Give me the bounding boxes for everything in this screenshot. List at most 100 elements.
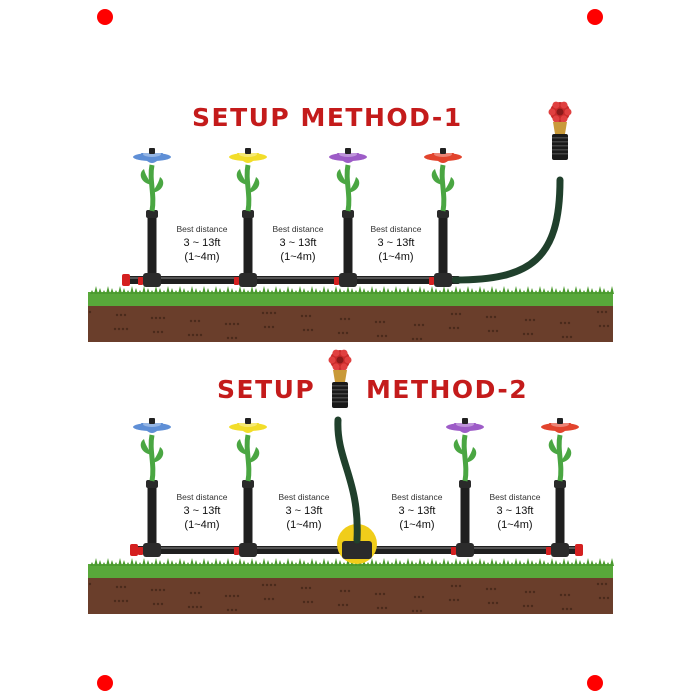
method1-title: SETUP METHOD-1 [192,103,463,132]
grass-blade [174,562,178,566]
grass-blade [334,558,338,566]
riser-pipe [555,480,565,550]
grass-blade [446,560,450,566]
flower-sprinkler-yellow [229,418,267,550]
grass-blade [290,288,294,294]
flower-nozzle [557,418,563,424]
grass-blade [246,562,250,566]
flower-stem [244,164,252,212]
soil-speck [300,586,304,590]
flower-nozzle [149,148,155,154]
soil-speck [191,605,195,609]
soil-speck [123,585,127,589]
grass-blade [422,560,426,566]
grass-blade [210,562,214,566]
grass-blade [258,562,262,566]
grass-blade [194,288,198,294]
soil-speck [448,326,452,330]
connector-ridge [552,141,568,143]
grass-blade [542,560,546,566]
flower-leaf [453,439,465,455]
ground-method2 [88,558,614,614]
soil-speck [569,607,573,611]
grass-blade [534,290,538,294]
connector-ridge [552,153,568,155]
method1-distance-label: Best distance 3 ~ 13ft (1~4m) [164,222,240,264]
flower-stem [439,164,447,212]
grass-blade [522,562,526,566]
soil-speck [522,332,526,336]
soil-speck [376,606,380,610]
soil-speck [559,593,563,597]
soil-speck [382,592,386,596]
grass-blade [186,562,190,566]
distance-caption: Best distance [272,224,324,234]
soil-speck [380,606,384,610]
soil-speck [347,317,351,321]
distance-caption: Best distance [278,492,330,502]
soil-speck [489,315,493,319]
grass-blade [226,286,230,294]
soil-speck [261,311,265,315]
soil-speck [411,337,415,341]
soil-speck [273,583,277,587]
soil-speck [160,330,164,334]
flower-sprinkler-red [541,418,579,550]
soil-speck [267,597,271,601]
riser-pipe [147,480,157,550]
grass-blade [126,290,130,294]
valve-knob [138,277,143,285]
soil-speck [530,604,534,608]
grass-blade [542,288,546,294]
soil-speck [411,609,415,613]
soil-speck [308,586,312,590]
grass-blade [142,558,146,566]
distance-meters: (1~4m) [497,519,533,531]
soil-speck [384,606,388,610]
grass-blade [274,558,278,566]
end-cap [130,544,138,556]
grass-blade [178,286,182,294]
grass-blade [586,558,590,566]
grass-blade [134,288,138,294]
grass-blade [382,286,386,294]
grass-blade [242,288,246,294]
grass-blade [434,288,438,294]
flower-stem [148,164,156,212]
soil-speck [150,588,154,592]
grass-blade [562,286,566,294]
grass-blade [590,288,594,294]
grass-blade [574,558,578,566]
grass-blade [610,286,614,294]
grass-blade [170,288,174,294]
flower-leaf [431,169,443,185]
flower-leaf [140,439,152,455]
soil-speck [337,603,341,607]
grass-blade [518,560,522,566]
grass-blade [154,286,158,294]
soil-speck [493,315,497,319]
grass-blade [330,290,334,294]
grass-blade [306,290,310,294]
soil-speck [193,319,197,323]
grass-blade [206,288,210,294]
soil-speck [113,599,117,603]
grass-blade [182,560,186,566]
soil-speck [339,317,343,321]
tee-valve-fitting [138,273,161,287]
distance-meters: (1~4m) [378,251,414,263]
grass-blade [262,286,266,294]
tee-fitting [239,543,257,557]
faucet-handle-lobe [328,356,336,364]
grass-blade [158,560,162,566]
grass-blade [338,560,342,566]
grass-blade [594,290,598,294]
grass-blade [90,290,94,294]
grass-blade [414,290,418,294]
grass-blade [146,560,150,566]
soil-speck [337,331,341,335]
grass-blade [190,558,194,566]
grass-blade [382,558,386,566]
valve-knob [234,277,239,285]
grass-blade [558,290,562,294]
